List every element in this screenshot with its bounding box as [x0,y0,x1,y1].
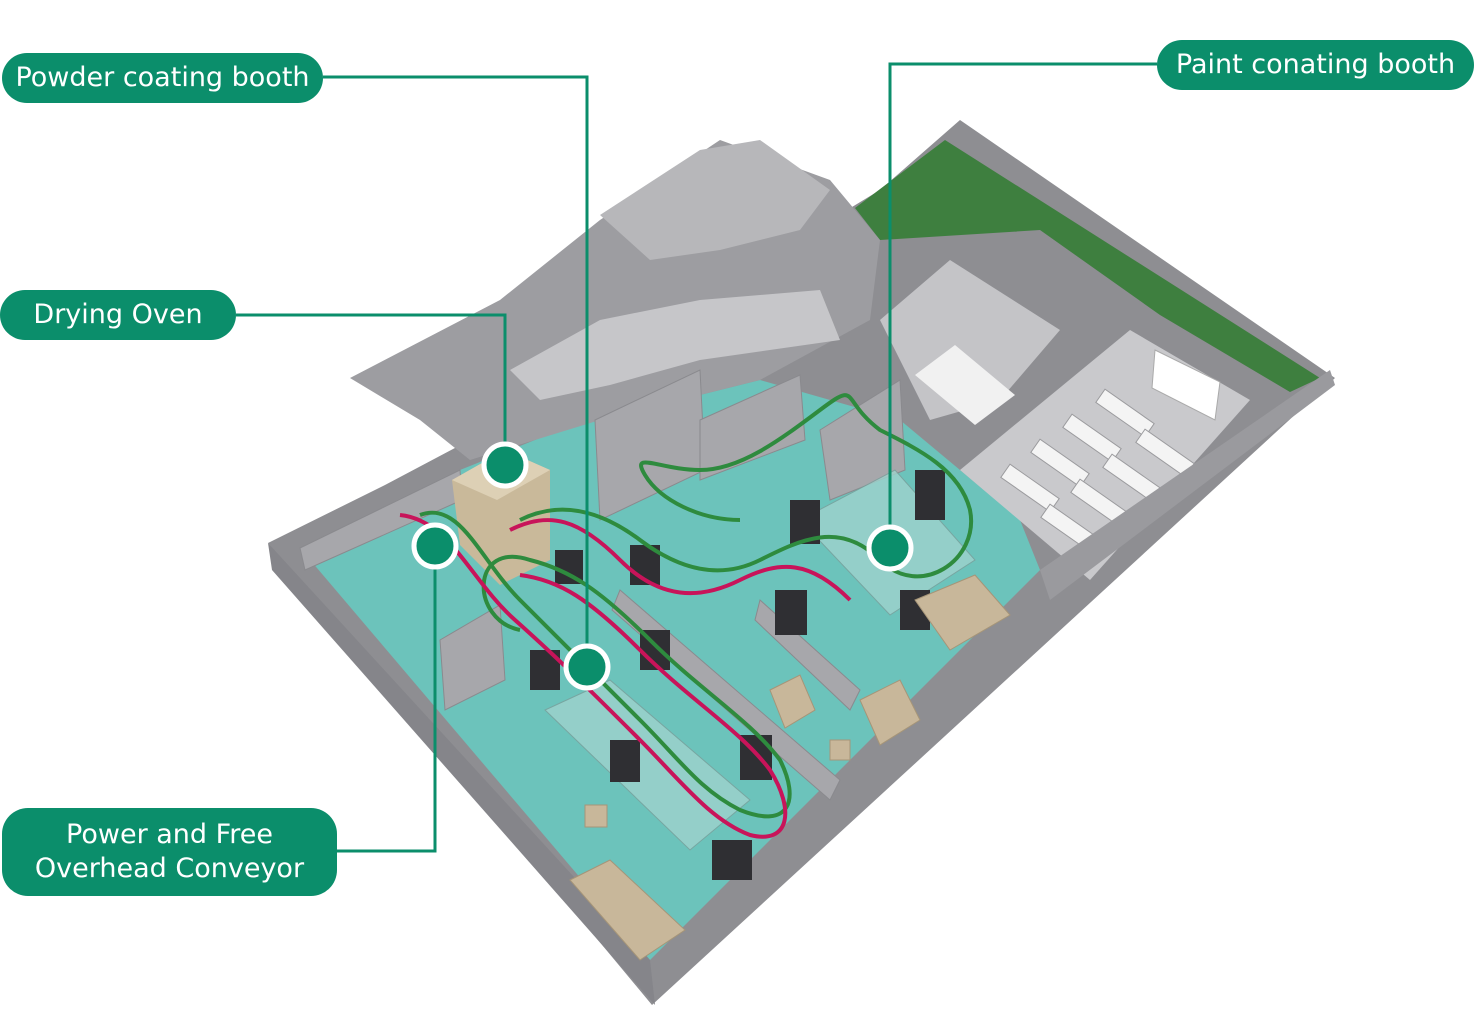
machinery [530,470,945,880]
conveyor-green-track [419,393,974,819]
office-wing-top [600,140,830,260]
callout-dots [411,441,914,691]
conveyor-label-line1: Power and Free [66,819,273,850]
outer-wall-front [268,543,655,1005]
powder-coating-booth-label: Powder coating booth [2,53,323,103]
paint-coating-booth-label: Paint conating booth [1157,40,1474,90]
conveyor-marker [411,522,459,570]
conveyor-red-track [399,513,852,839]
outer-wall-right [1040,370,1335,600]
callout-lines [236,62,1157,853]
conveyor-label-line2: Overhead Conveyor [34,853,305,884]
corridor [510,290,840,400]
drying-oven-marker [481,441,529,489]
whiteboard [1151,349,1221,421]
storage-boxes [569,574,1011,961]
paint-booth-marker [866,524,914,572]
drying-oven-label: Drying Oven [0,290,236,340]
powder-booth-marker [563,643,611,691]
meeting-table [915,345,1015,425]
conveyor-label: Power and Free Overhead Conveyor [2,808,337,896]
lawn-area [855,140,1320,392]
